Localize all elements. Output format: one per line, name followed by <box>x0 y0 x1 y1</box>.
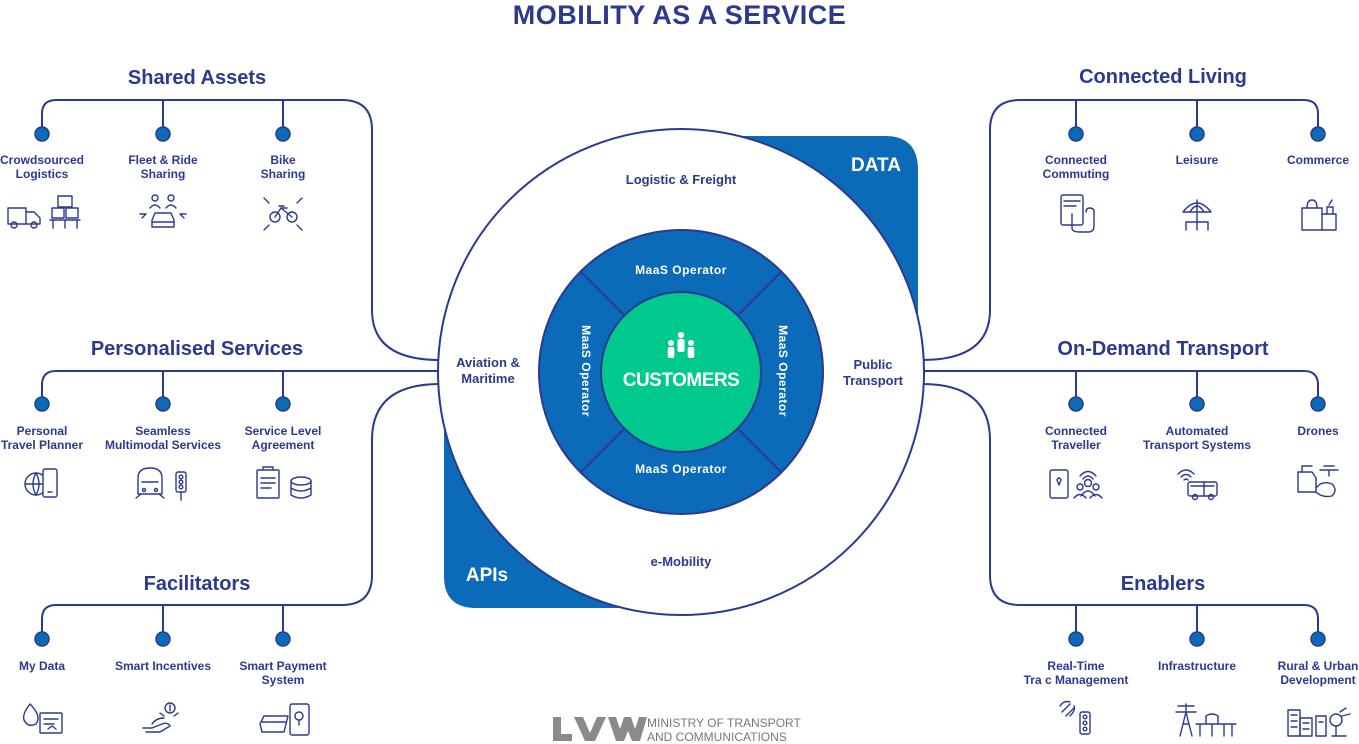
maas-operator-bottom: MaaS Operator <box>635 462 727 476</box>
item-crowdsourced-logistics: Crowdsourced Logistics <box>0 153 84 181</box>
item-drones: Drones <box>1297 424 1339 438</box>
section-title-shared-assets: Shared Assets <box>127 67 267 89</box>
item-automated-transport-systems: Automated Transport Systems <box>1142 424 1252 452</box>
ring-label-public-transport: Public Transport <box>843 357 903 388</box>
connector-personalised-services <box>41 370 442 404</box>
phone-hand-icon <box>1060 194 1095 233</box>
car-people-icon <box>139 194 187 228</box>
data-label: DATA <box>851 155 901 176</box>
ring-label-e-mobility: e-Mobility <box>650 554 712 569</box>
item-real-time-traffic-management: Real-Time Tra c Management <box>1023 659 1129 687</box>
connector-connected-living <box>921 99 1319 361</box>
section-title-connected-living: Connected Living <box>1079 66 1247 88</box>
item-fleet-ride-sharing: Fleet & Ride Sharing <box>128 153 198 181</box>
power-bridge-icon <box>1175 703 1237 737</box>
item-connected-commuting: Connected Commuting <box>1042 153 1110 181</box>
apis-corner <box>444 372 680 608</box>
apis-label: APIs <box>465 565 509 586</box>
card-phone-icon <box>259 703 310 736</box>
item-my-data: My Data <box>18 659 65 673</box>
item-rural-urban-development: Rural & Urban Development <box>1277 659 1359 687</box>
ring-label-aviation-maritime: Aviation & Maritime <box>456 355 520 386</box>
maas-operator-top: MaaS Operator <box>635 263 727 277</box>
connector-facilitators <box>41 383 441 639</box>
section-title-on-demand-transport: On-Demand Transport <box>1057 338 1269 360</box>
lvm-logo-mark <box>553 717 647 741</box>
phone-people-icon <box>1049 469 1103 499</box>
connector-enablers <box>921 383 1319 639</box>
page-title: MOBILITY AS A SERVICE <box>512 0 847 30</box>
item-infrastructure: Infrastructure <box>1157 659 1237 673</box>
section-title-personalised-services: Personalised Services <box>90 338 304 360</box>
data-icon <box>22 703 63 734</box>
item-smart-payment-system: Smart Payment System <box>239 659 327 687</box>
item-bike-sharing: Bike Sharing <box>260 153 306 181</box>
bike-icon <box>263 197 303 231</box>
item-leisure: Leisure <box>1175 153 1219 167</box>
customers-people-icon <box>667 331 695 358</box>
item-seamless-multimodal-services: Seamless Multimodal Services <box>104 424 222 452</box>
globe-phone-icon <box>24 468 58 498</box>
item-smart-incentives: Smart Incentives <box>114 659 212 673</box>
truck-boxes-icon <box>7 195 81 229</box>
logo-line-2: AND COMMUNICATIONS <box>647 730 787 744</box>
autonomous-bus-icon <box>1177 469 1218 501</box>
maas-operator-left: MaaS Operator <box>579 325 593 417</box>
buildings-icon <box>1287 707 1351 737</box>
item-personal-travel-planner: Personal Travel Planner <box>0 424 84 452</box>
item-connected-traveller: Connected Traveller <box>1044 424 1107 452</box>
connector-on-demand-transport <box>920 370 1319 404</box>
section-title-facilitators: Facilitators <box>143 573 251 595</box>
data-corner <box>680 136 918 372</box>
umbrella-icon <box>1182 199 1212 231</box>
customers-label: CUSTOMERS <box>622 370 740 391</box>
traffic-light-icon <box>1059 700 1091 735</box>
item-service-level-agreement: Service Level Agreement <box>244 424 322 452</box>
connector-dots <box>34 126 1326 647</box>
shopping-bags-icon <box>1301 199 1337 231</box>
item-commerce: Commerce <box>1286 153 1350 167</box>
drone-icon <box>1297 465 1339 498</box>
hand-coin-icon <box>142 702 179 733</box>
section-title-enablers: Enablers <box>1120 573 1206 595</box>
connector-shared-assets <box>41 99 441 361</box>
clipboard-database-icon <box>256 466 312 499</box>
ring-label-logistic-freight: Logistic & Freight <box>625 172 737 187</box>
logo-line-1: MINISTRY OF TRANSPORT <box>647 716 801 730</box>
customers-circle <box>600 291 762 453</box>
train-traffic-light-icon <box>135 467 187 501</box>
maas-operator-right: MaaS Operator <box>776 325 790 417</box>
